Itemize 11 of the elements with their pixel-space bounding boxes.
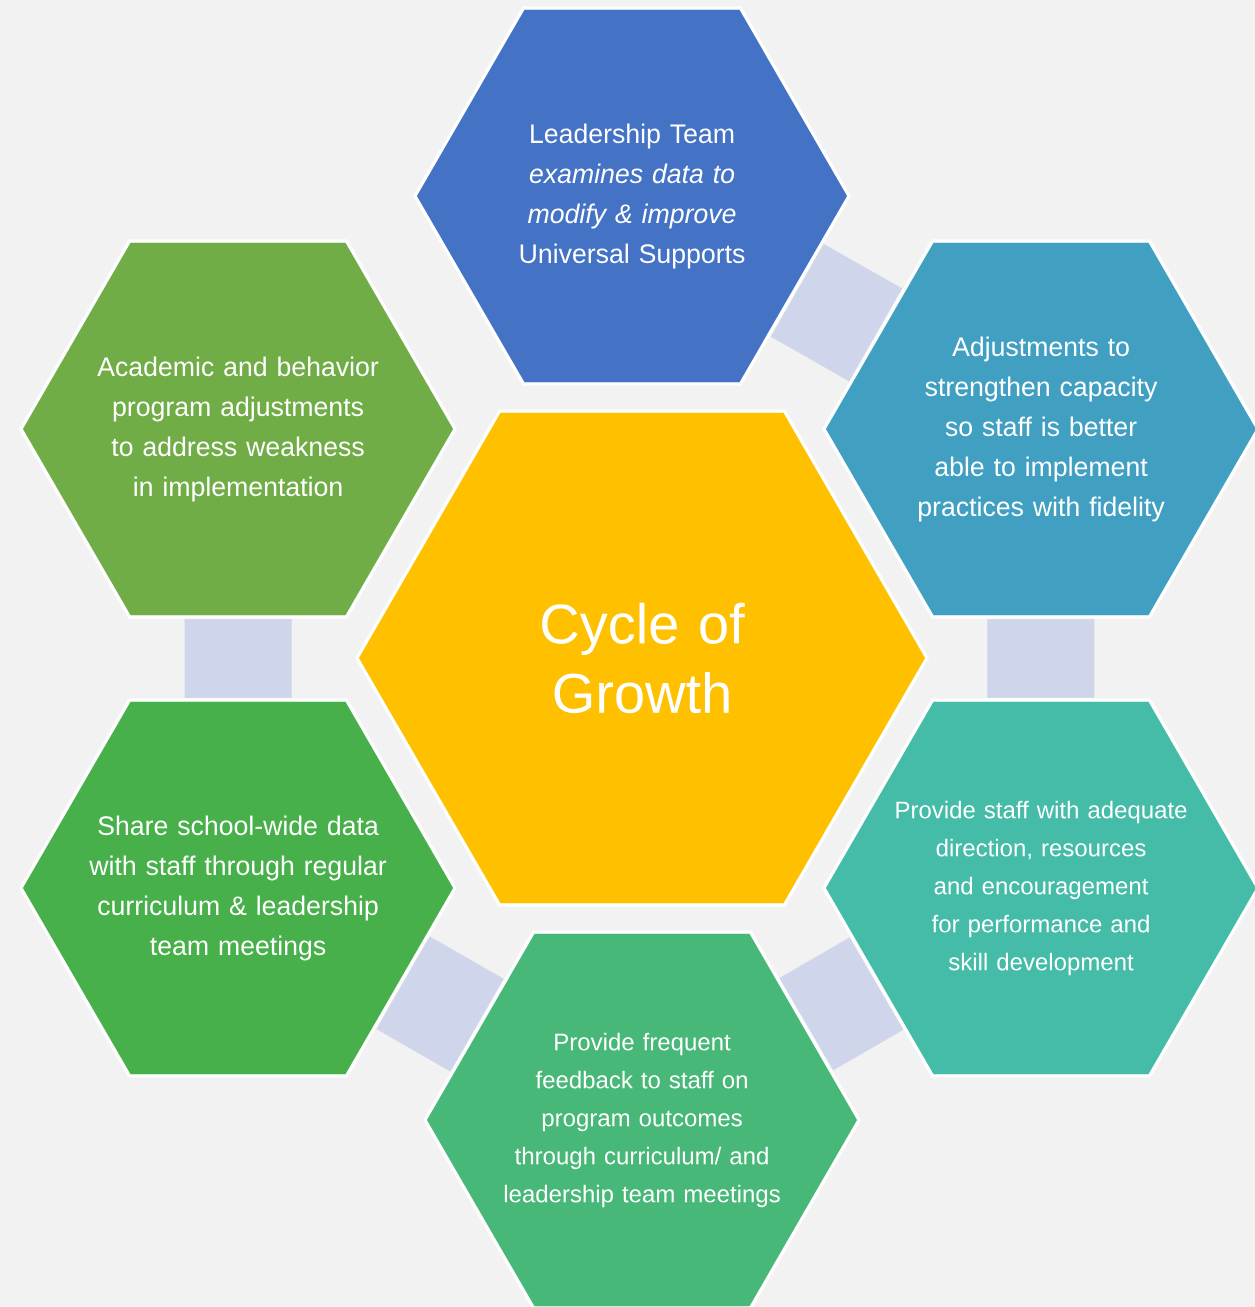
hexagon: Academic and behavior program adjustments to address weakness in implementation <box>19 239 457 619</box>
hexagon: Provide frequent feedback to staff on program outcomes through curriculum/ and leadership team meetings <box>423 930 861 1307</box>
connector-band <box>770 243 903 382</box>
connector-band <box>779 937 904 1071</box>
connector-band <box>987 619 1095 698</box>
hexagon: Adjustments to strengthen capacity so staff is better able to implement practices with fidelity <box>822 239 1255 619</box>
hexagon: Leadership Team examines data to modify & improve Universal Supports <box>413 6 851 386</box>
hexagon: Share school-wide data with staff through regular curriculum & leadership team meetings <box>19 698 457 1078</box>
connector-band <box>376 936 504 1072</box>
hexagon: Provide staff with adequate direction, resources and encouragement for performance and skill development <box>822 698 1255 1078</box>
connector-band <box>184 619 292 698</box>
